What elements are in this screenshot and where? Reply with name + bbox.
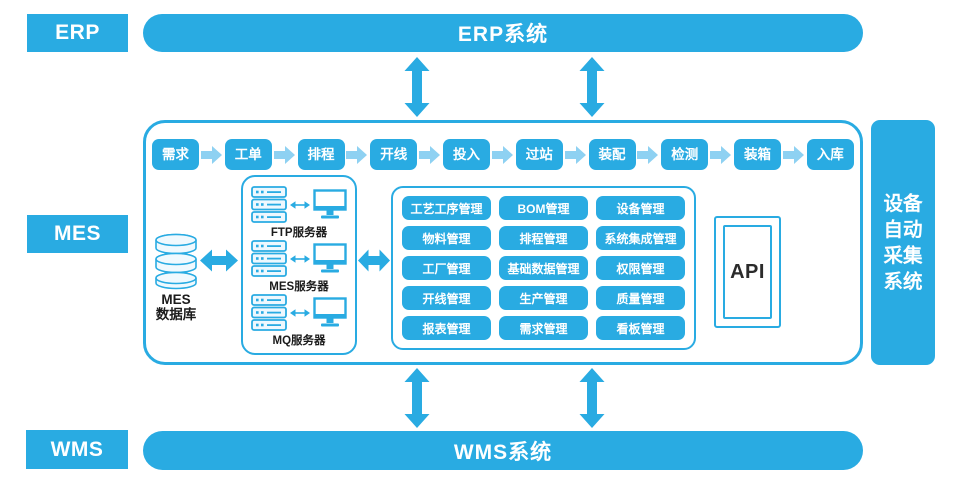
- erp-mes-arrow-left-icon: [404, 57, 430, 117]
- module-button: 生产管理: [499, 286, 588, 310]
- left-right-arrow-icon: [290, 308, 310, 317]
- process-step: 投入: [443, 139, 490, 170]
- process-step: 装箱: [734, 139, 781, 170]
- right-arrow-icon: [346, 145, 368, 164]
- database-icon: [155, 233, 197, 290]
- monitor-icon: [313, 189, 347, 219]
- right-arrow-icon: [637, 145, 659, 164]
- process-step: 排程: [297, 139, 345, 170]
- device-bar-line: 自动: [883, 218, 923, 241]
- module-button: 系统集成管理: [596, 226, 685, 250]
- server-group-ftp: FTP服务器: [245, 186, 353, 240]
- erp-row-label: ERP: [27, 14, 128, 52]
- modules-grid: 工艺工序管理 BOM管理 设备管理 物料管理 排程管理 系统集成管理 工厂管理 …: [391, 186, 696, 350]
- process-step: 需求: [152, 139, 199, 170]
- servers-box: FTP服务器: [241, 175, 357, 355]
- module-button: 需求管理: [499, 316, 588, 340]
- left-right-arrow-icon: [290, 254, 310, 263]
- right-arrow-icon: [419, 145, 441, 164]
- wms-row-label: WMS: [26, 430, 128, 469]
- module-button: 排程管理: [499, 226, 588, 250]
- database-label-line: 数据库: [155, 307, 197, 322]
- module-button: BOM管理: [499, 196, 588, 220]
- server-label: MQ服务器: [272, 335, 326, 347]
- mes-database: MES 数据库: [148, 233, 204, 322]
- server-group-mq: MQ服务器: [245, 294, 353, 348]
- right-arrow-icon: [273, 145, 295, 164]
- mes-wms-arrow-left-icon: [404, 368, 430, 428]
- module-button: 物料管理: [402, 226, 491, 250]
- erp-system-bar: ERP系统: [143, 14, 863, 52]
- device-auto-collect-bar: 设备 自动 采集 系统: [871, 120, 935, 365]
- right-arrow-icon: [200, 145, 222, 164]
- server-rack-icon: [251, 240, 287, 277]
- process-step: 过站: [515, 139, 563, 170]
- module-button: 报表管理: [402, 316, 491, 340]
- right-arrow-icon: [710, 145, 732, 164]
- device-bar-line: 采集: [883, 244, 923, 267]
- left-right-arrow-icon: [290, 200, 310, 209]
- module-button: 工厂管理: [402, 256, 491, 280]
- process-step: 入库: [806, 139, 854, 170]
- process-step: 装配: [588, 139, 636, 170]
- wms-system-bar: WMS系统: [143, 431, 863, 470]
- mes-wms-arrow-right-icon: [579, 368, 605, 428]
- right-arrow-icon: [782, 145, 804, 164]
- erp-mes-arrow-right-icon: [579, 57, 605, 117]
- server-label: FTP服务器: [270, 227, 328, 239]
- process-step: 开线: [370, 139, 418, 170]
- db-servers-arrow-icon: [200, 249, 238, 272]
- server-label: MES服务器: [269, 281, 329, 293]
- server-rack-icon: [251, 186, 287, 223]
- right-arrow-icon: [491, 145, 513, 164]
- device-bar-line: 设备: [883, 192, 923, 215]
- monitor-icon: [313, 243, 347, 273]
- api-box: API: [714, 216, 781, 328]
- module-button: 看板管理: [596, 316, 685, 340]
- api-label: API: [723, 225, 772, 319]
- process-step: 检测: [661, 139, 709, 170]
- process-flow-row: 需求 工单 排程 开线 投入 过站 装配 检测 装箱 入库: [152, 139, 854, 170]
- module-button: 设备管理: [596, 196, 685, 220]
- monitor-icon: [313, 297, 347, 327]
- module-button: 权限管理: [596, 256, 685, 280]
- mes-row-label: MES: [27, 215, 128, 253]
- mes-container: 需求 工单 排程 开线 投入 过站 装配 检测 装箱 入库: [143, 120, 863, 365]
- servers-modules-arrow-icon: [358, 249, 390, 272]
- device-bar-line: 系统: [883, 270, 923, 293]
- database-label-line: MES: [161, 292, 191, 307]
- module-button: 质量管理: [596, 286, 685, 310]
- process-step: 工单: [224, 139, 272, 170]
- module-button: 开线管理: [402, 286, 491, 310]
- module-button: 工艺工序管理: [402, 196, 491, 220]
- server-group-mes: MES服务器: [245, 240, 353, 294]
- module-button: 基础数据管理: [499, 256, 588, 280]
- server-rack-icon: [251, 294, 287, 331]
- right-arrow-icon: [564, 145, 586, 164]
